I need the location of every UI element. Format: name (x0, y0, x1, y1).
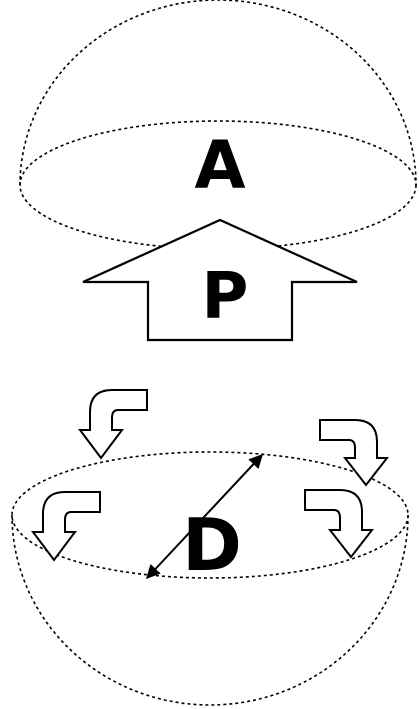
curved-arrow-bottom-right (304, 489, 375, 559)
upper-base-ellipse (19, 120, 417, 250)
curved-down-arrow-icon (31, 389, 390, 562)
double-headed-arrow-icon (146, 453, 263, 580)
curved-arrow-bottom-left (31, 491, 101, 562)
curved-arrow-top-left (78, 389, 148, 460)
upper-hemisphere (19, 0, 417, 250)
upper-dome-outline (19, 0, 417, 186)
lower-bowl-outline (11, 514, 409, 706)
label-d: D (182, 503, 242, 587)
label-a: A (194, 127, 245, 204)
curved-arrow-top-right (319, 419, 390, 487)
up-arrow-icon (82, 218, 358, 342)
label-p: P (202, 260, 249, 334)
